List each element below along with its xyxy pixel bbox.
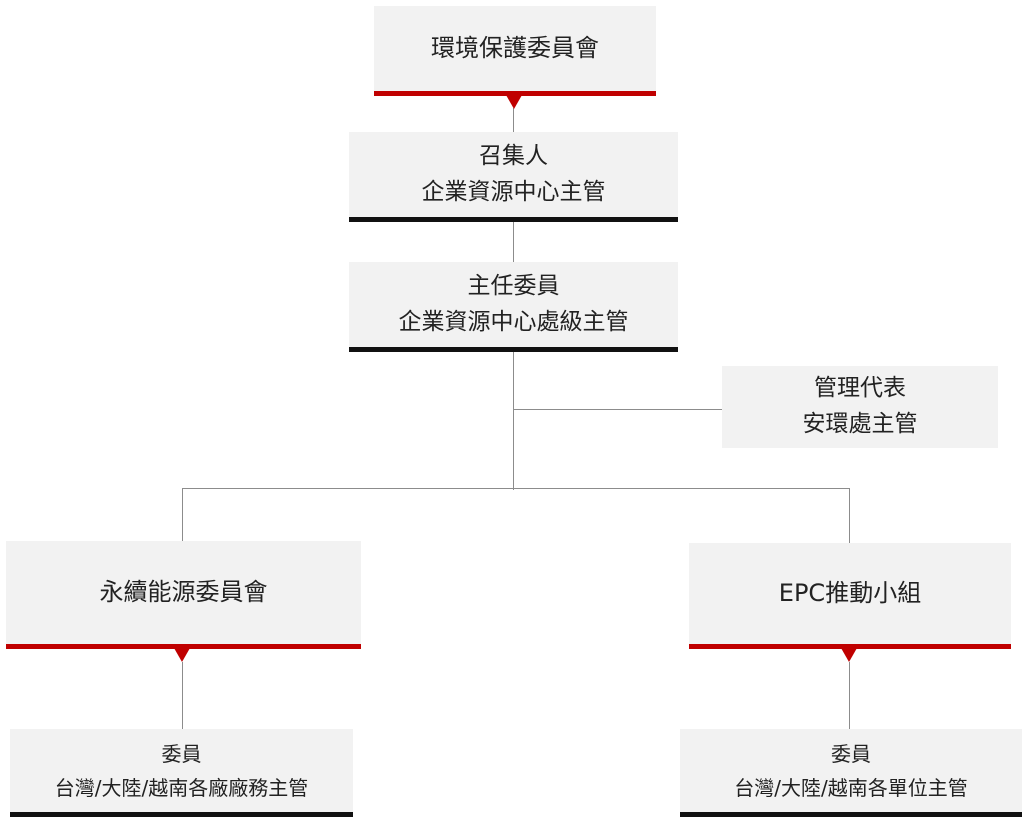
connector-epc-members [849,662,850,730]
node-holder: 企業資源中心主管 [421,178,606,205]
node-energy-members: 委員 台灣/大陸/越南各廠廠務主管 [10,729,353,817]
triangle-marker-epc [841,648,857,662]
node-holder: 台灣/大陸/越南各單位主管 [734,775,968,800]
connector-management-rep [513,409,723,410]
connector-branch-left [182,488,183,542]
node-title: 環境保護委員會 [431,33,599,62]
node-management-representative: 管理代表 安環處主管 [722,366,998,448]
connector-top-convener [513,108,514,134]
node-chief-committee-member: 主任委員 企業資源中心處級主管 [349,262,678,352]
node-sustainable-energy-committee: 永續能源委員會 [6,541,361,649]
node-role: 管理代表 [814,375,906,402]
node-role: 召集人 [479,142,548,169]
triangle-marker-top [506,95,522,109]
node-holder: 企業資源中心處級主管 [398,308,629,335]
node-title: 永續能源委員會 [99,577,268,606]
node-epc-group: EPC推動小組 [689,543,1011,649]
node-role: 委員 [161,741,202,766]
connector-convener-chief [513,220,514,264]
connector-branch-right [849,488,850,544]
node-holder: 台灣/大陸/越南各廠廠務主管 [54,775,309,800]
triangle-marker-energy [174,648,190,662]
node-holder: 安環處主管 [802,411,918,437]
connector-chief-trunk [513,350,514,490]
connector-energy-members [182,662,183,730]
node-convener: 召集人 企業資源中心主管 [349,132,678,222]
node-environmental-committee: 環境保護委員會 [374,6,656,96]
connector-branch-horizontal [182,488,850,489]
node-epc-members: 委員 台灣/大陸/越南各單位主管 [680,729,1022,817]
node-title: EPC推動小組 [778,578,922,607]
node-role: 委員 [831,741,871,766]
node-role: 主任委員 [467,272,560,299]
